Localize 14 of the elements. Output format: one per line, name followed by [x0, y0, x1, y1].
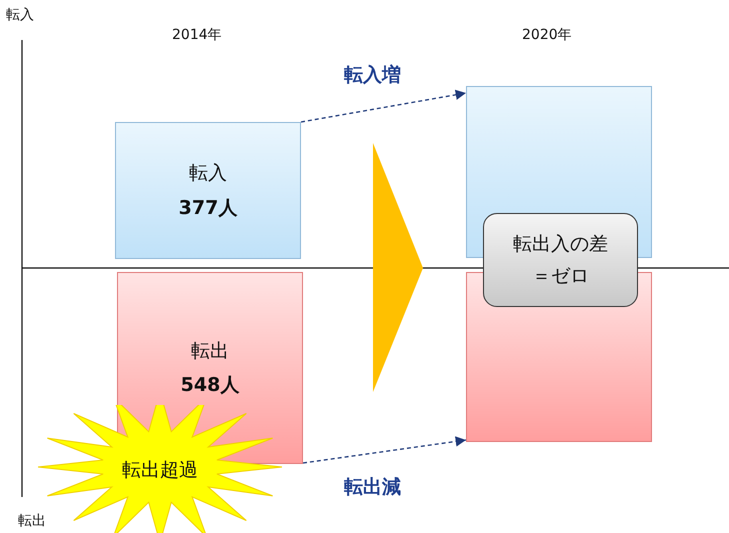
- box-title: 転出: [191, 338, 229, 364]
- box-title: 転入: [189, 161, 227, 186]
- dashed-arrow: [302, 436, 466, 464]
- box-title: 転出入の差＝ゼロ: [512, 232, 609, 289]
- axis-label: 転入: [6, 6, 34, 24]
- year-label: 2020年: [522, 26, 572, 44]
- callout-tooltip: [483, 213, 638, 307]
- year-label: 2014年: [172, 26, 222, 44]
- inflow-box: [115, 122, 301, 259]
- count-text: 548人: [180, 373, 240, 398]
- dashed-arrow: [300, 90, 466, 123]
- axis-label: 転出: [18, 512, 46, 530]
- count-text: 377人: [178, 196, 238, 220]
- box-title: 転出超過: [122, 458, 198, 483]
